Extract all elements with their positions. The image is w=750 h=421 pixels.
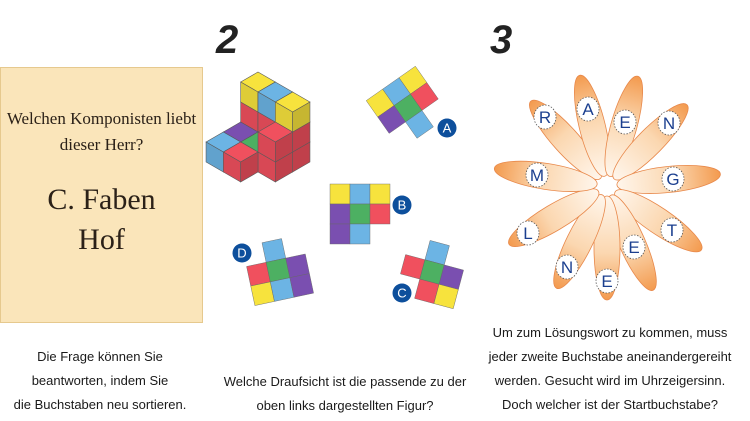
letter: N [663, 114, 675, 133]
letter: A [582, 100, 594, 119]
caption-line: jeder zweite Buchstabe aneinandergereiht [488, 349, 732, 364]
grid-cell [405, 110, 434, 139]
cube-right-face [275, 131, 293, 163]
anagram-card: Welchen Komponisten liebt dieser Herr? C… [0, 67, 203, 323]
grid-cell [349, 223, 371, 245]
puzzle-number-3: 3 [490, 18, 513, 62]
anagram-line: C. Faben [47, 183, 156, 216]
anagram-line: Hof [78, 223, 125, 256]
grid-cell [349, 203, 371, 225]
letter-circle [622, 234, 646, 260]
grid-cell [289, 273, 314, 298]
letter: E [601, 272, 612, 291]
caption-line: Welche Draufsicht ist die passende zu de… [223, 374, 467, 389]
option-badge-b: B [392, 195, 412, 215]
letter: N [561, 258, 573, 277]
question-line: Welchen Komponisten liebt [6, 109, 197, 128]
cube [222, 141, 259, 183]
badge-label: A [443, 121, 452, 136]
petal-letter: E [613, 109, 637, 135]
option-badge-c: C [392, 283, 412, 303]
badge-circle [392, 195, 412, 215]
letter: R [539, 108, 551, 127]
badge-circle [232, 243, 252, 263]
option-b-grid [329, 183, 391, 245]
petal-letter: N [657, 110, 681, 136]
card-question: Welchen Komponisten liebt dieser Herr? [5, 106, 198, 158]
petal-letter: A [576, 96, 600, 122]
letter: E [628, 238, 639, 257]
badge-label: B [398, 198, 407, 213]
letter-circle [533, 104, 557, 130]
isometric-figure [205, 71, 311, 183]
option-a-grid [365, 65, 439, 139]
grid-cell [369, 203, 391, 225]
caption-line: die Buchstaben neu sortieren. [13, 397, 187, 412]
cube [257, 121, 294, 163]
question-line: dieser Herr? [59, 135, 144, 154]
puzzle2-caption: Welche Draufsicht ist die passende zu de… [205, 370, 485, 418]
letter: L [523, 224, 532, 243]
option-badge-a: A [437, 118, 457, 138]
petal-letter: L [516, 220, 540, 246]
grid-cell [349, 183, 371, 205]
caption-line: oben links dargestellten Figur? [256, 398, 434, 413]
grid-cell [369, 183, 391, 205]
letter: G [666, 170, 679, 189]
badge-circle [437, 118, 457, 138]
option-badge-d: D [232, 243, 252, 263]
letter-circle [657, 110, 681, 136]
option-d-grid [246, 238, 314, 306]
letter-circle [576, 96, 600, 122]
cube-right-face [240, 151, 259, 183]
puzzle3-caption: Um zum Lösungswort zu kommen, muss jeder… [474, 321, 746, 417]
option-c-grid [400, 240, 464, 309]
letter-circle [661, 166, 685, 192]
badge-circle [392, 283, 412, 303]
letter-circle [525, 162, 549, 188]
caption-line: werden. Gesucht wird im Uhrzeigersinn. [494, 373, 726, 388]
caption-line: beantworten, indem Sie [31, 373, 169, 388]
letter-circle [595, 268, 619, 294]
caption-line: Um zum Lösungswort zu kommen, muss [492, 325, 728, 340]
grid-cell [329, 223, 351, 245]
letter-circle [516, 220, 540, 246]
caption-line: Doch welcher ist der Startbuchstabe? [501, 397, 719, 412]
petal-letter: M [525, 162, 549, 188]
card-anagram: C. Faben Hof [5, 180, 198, 260]
puzzle-number-2: 2 [216, 18, 239, 62]
caption-line: Die Frage können Sie [37, 349, 163, 364]
grid-cell [329, 183, 351, 205]
petal-letter: N [555, 254, 579, 280]
grid-cell [433, 284, 459, 309]
letter-circle [660, 217, 684, 243]
petal-letter: T [660, 217, 684, 243]
letter: E [619, 113, 630, 132]
petal-letter: R [533, 104, 557, 130]
petal-letter: E [595, 268, 619, 294]
letter-circle [613, 109, 637, 135]
letter: T [667, 221, 677, 240]
grid-cell [377, 105, 406, 134]
petal-letter: E [622, 234, 646, 260]
puzzle1-caption: Die Frage können Sie beantworten, indem … [0, 345, 200, 417]
badge-label: D [237, 246, 246, 261]
grid-cell [329, 203, 351, 225]
letter-circle [555, 254, 579, 280]
badge-label: C [397, 286, 406, 301]
letter: M [530, 166, 544, 185]
petal-letter: G [661, 166, 685, 192]
